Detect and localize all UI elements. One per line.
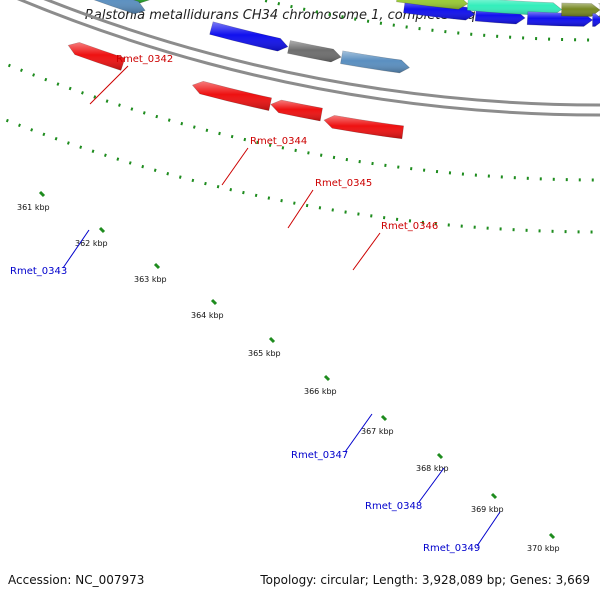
gene-name: Rmet_0346 (381, 221, 438, 232)
tick-label: 368 kbp (416, 464, 449, 473)
leader-line (221, 147, 249, 186)
tick-label: 362 kbp (75, 239, 108, 248)
tick-mark (380, 414, 388, 422)
leader-line (352, 232, 381, 271)
accession-label: Accession: NC_007973 (8, 573, 145, 587)
steelblue-feature (93, 0, 146, 15)
gene-label-rmet-0342: Rmet_0342 (89, 54, 173, 105)
topology-label: Topology: circular; Length: 3,928,089 bp… (260, 573, 590, 587)
tick-mark (436, 452, 444, 460)
tick: 368 kbp (416, 452, 449, 473)
backbone-inner-line (43, 0, 600, 107)
red-feature (323, 115, 404, 140)
tick-label: 365 kbp (248, 349, 281, 358)
gene-name: Rmet_0349 (423, 543, 480, 554)
leader-line (89, 65, 129, 105)
gene-label-rmet-0347: Rmet_0347 (291, 413, 373, 461)
tick-mark (98, 226, 106, 234)
genome-backbone (17, 0, 600, 117)
tick-mark (323, 374, 331, 382)
tick: 364 kbp (191, 298, 224, 320)
tick-mark (153, 262, 161, 270)
gene-features (67, 0, 600, 140)
tick-mark (268, 336, 276, 344)
red-feature (67, 42, 126, 71)
tick-label: 364 kbp (191, 311, 224, 320)
tick-mark (490, 492, 498, 500)
yellowgreen-feature (396, 0, 469, 10)
gene-name: Rmet_0345 (315, 178, 372, 189)
tick: 370 kbp (527, 532, 560, 553)
olive-feature (561, 2, 600, 17)
gene-name: Rmet_0347 (291, 450, 348, 461)
leader-line (62, 229, 90, 269)
backbone-outer-line (17, 0, 600, 117)
gene-name: Rmet_0343 (10, 266, 67, 277)
tick: 367 kbp (361, 414, 394, 436)
gene-name: Rmet_0348 (365, 501, 422, 512)
gene-name: Rmet_0344 (250, 136, 307, 147)
gene-label-rmet-0346: Rmet_0346 (352, 221, 438, 271)
tick: 366 kbp (304, 374, 337, 396)
leader-line (344, 413, 373, 453)
red-feature (191, 80, 272, 111)
tick-mark (210, 298, 218, 306)
tick: 369 kbp (471, 492, 504, 514)
gene-label-rmet-0348: Rmet_0348 (365, 467, 445, 512)
tick: 363 kbp (134, 262, 167, 284)
tick-label: 370 kbp (527, 544, 560, 553)
leader-line (476, 511, 501, 547)
tick: 361 kbp (17, 190, 50, 212)
tick-label: 366 kbp (304, 387, 337, 396)
gene-label-rmet-0343: Rmet_0343 (10, 229, 90, 277)
gene-label-rmet-0344: Rmet_0344 (221, 136, 307, 186)
tick: 362 kbp (75, 226, 108, 248)
position-ticks: 361 kbp 362 kbp 363 kbp 364 kbp 365 kbp 366 k… (17, 190, 560, 553)
tick-mark (38, 190, 46, 198)
gene-name: Rmet_0342 (116, 54, 173, 65)
leader-line (287, 189, 314, 229)
blue-feature (592, 13, 600, 27)
tick-label: 363 kbp (134, 275, 167, 284)
tick-mark (548, 532, 556, 540)
gray-feature (287, 40, 342, 63)
steelblue-feature (340, 50, 410, 74)
gene-label-rmet-0345: Rmet_0345 (287, 178, 372, 229)
red-feature (270, 99, 323, 122)
tick: 365 kbp (248, 336, 281, 358)
gene-label-rmet-0349: Rmet_0349 (423, 511, 501, 554)
tick-label: 361 kbp (17, 203, 50, 212)
tick-label: 369 kbp (471, 505, 504, 514)
tick-label: 367 kbp (361, 427, 394, 436)
leader-line (418, 467, 445, 503)
aquamarine-feature (466, 0, 563, 17)
blue-feature (209, 21, 289, 52)
